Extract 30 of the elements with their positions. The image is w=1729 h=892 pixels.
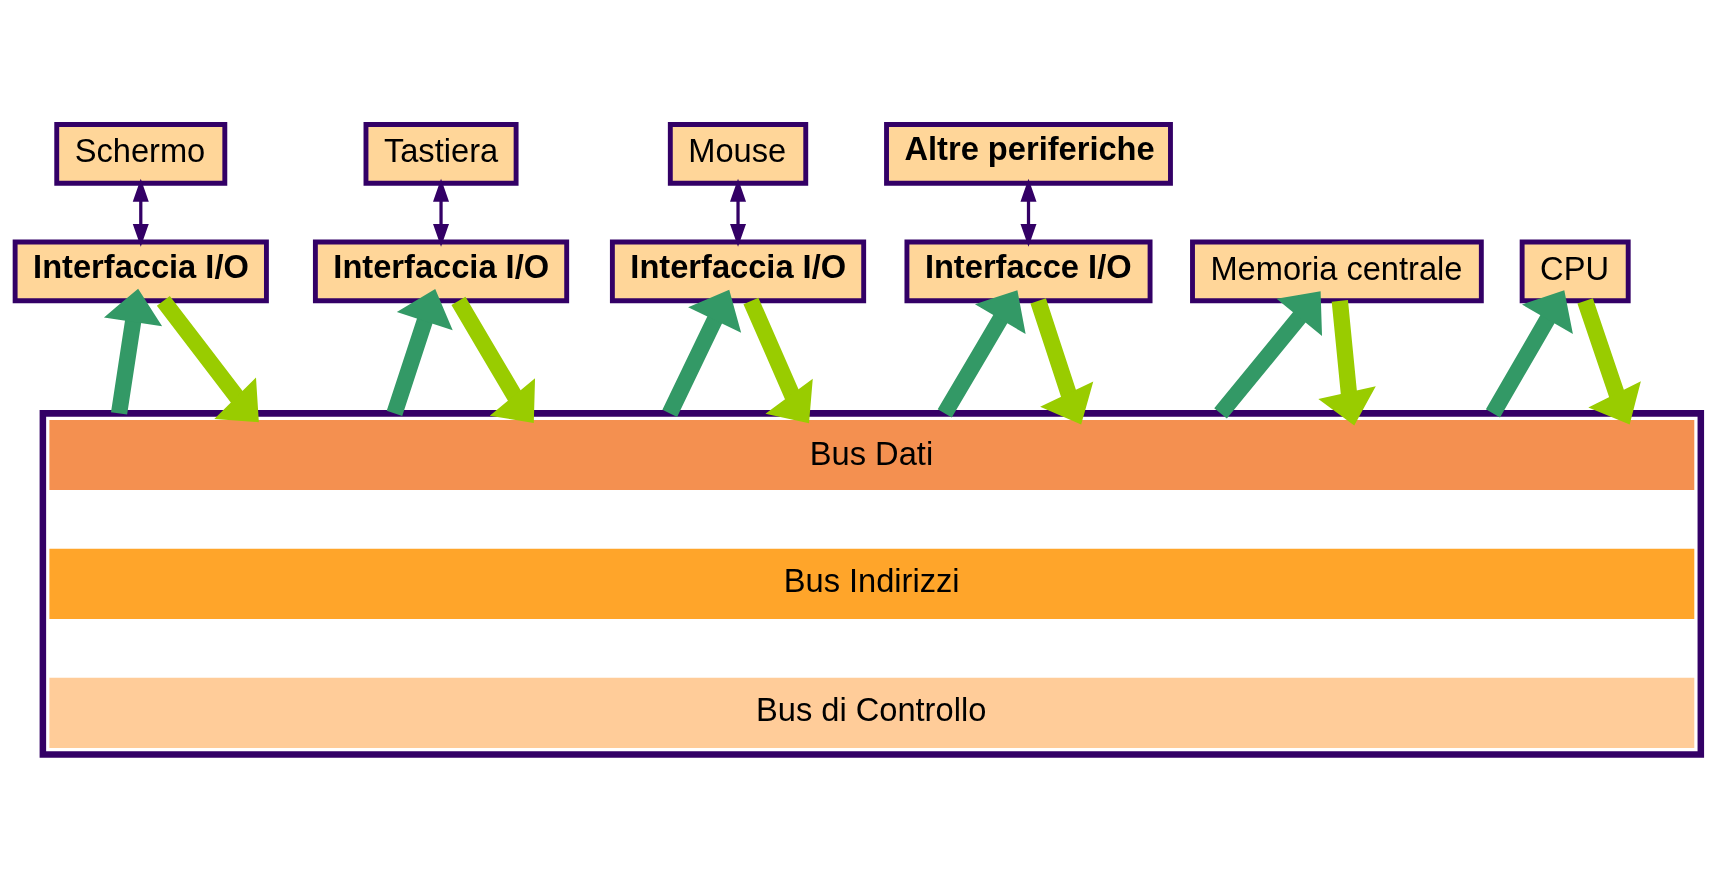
node-box: Bus Dati bbox=[49, 419, 1695, 491]
arrow bbox=[937, 290, 1026, 418]
arrow bbox=[1030, 298, 1094, 425]
arrow bbox=[1485, 290, 1573, 418]
node-box: Bus di Controllo bbox=[49, 677, 1695, 748]
arrow bbox=[743, 297, 813, 424]
arrow bbox=[386, 289, 453, 416]
arrow bbox=[103, 288, 163, 415]
arrow bbox=[451, 296, 536, 423]
arrow bbox=[1318, 300, 1376, 426]
arrow bbox=[730, 178, 747, 247]
cluster bbox=[39, 410, 1705, 758]
arrow bbox=[132, 178, 149, 247]
node-box: Mouse bbox=[667, 122, 809, 186]
node-box: Interfacce I/O bbox=[904, 239, 1153, 304]
arrow bbox=[1020, 178, 1037, 247]
node-box: Interfaccia I/O bbox=[12, 239, 269, 304]
node-box: Altre periferiche bbox=[884, 122, 1173, 186]
arrow bbox=[1577, 298, 1641, 425]
arrow bbox=[156, 295, 259, 423]
node-box: Tastiera bbox=[363, 122, 519, 186]
node-box: Interfaccia I/O bbox=[609, 239, 867, 304]
arrow bbox=[662, 289, 742, 417]
node-box: Schermo bbox=[54, 122, 228, 186]
node-box: Interfaccia I/O bbox=[312, 239, 570, 304]
node-box: Memoria centrale bbox=[1190, 239, 1484, 304]
arrow bbox=[1214, 291, 1323, 419]
arrow bbox=[433, 178, 450, 247]
node-box: Bus Indirizzi bbox=[49, 548, 1695, 619]
node-box: CPU bbox=[1519, 239, 1631, 304]
